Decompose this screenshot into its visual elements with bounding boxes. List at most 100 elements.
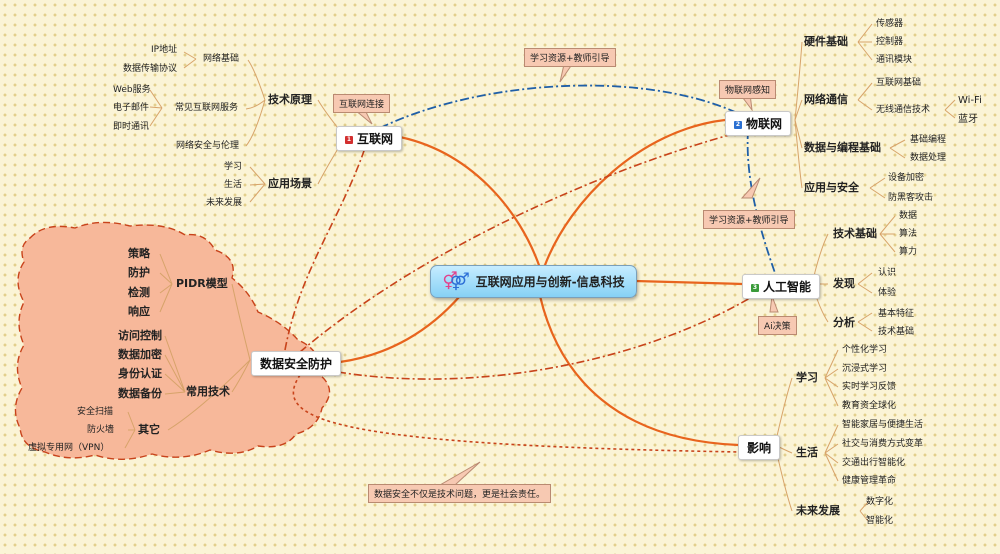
other-item-scan[interactable]: 安全扫描 — [77, 407, 114, 417]
impact-item-immersive[interactable]: 沉浸式学习 — [842, 364, 888, 374]
internet-group-network-basics[interactable]: 网络基础 — [203, 54, 240, 64]
priority-2-icon: 2 — [734, 120, 742, 129]
rel-iot-ai — [746, 129, 776, 274]
rel-internet-iot — [379, 84, 736, 129]
iot-group-network[interactable]: 网络通信 — [804, 93, 848, 106]
ai-group-tech-basics[interactable]: 技术基础 — [833, 227, 877, 240]
ai-item-tech-basics[interactable]: 技术基础 — [878, 327, 915, 337]
impact-item-health[interactable]: 健康管理革命 — [842, 476, 897, 486]
ai-group-analyze[interactable]: 分析 — [833, 316, 855, 329]
impact-item-social[interactable]: 社交与消费方式变革 — [842, 439, 924, 449]
topic-ai-label: 人工智能 — [763, 280, 812, 294]
impact-group-future[interactable]: 未来发展 — [796, 504, 840, 517]
impact-item-intelligent[interactable]: 智能化 — [866, 516, 894, 526]
internet-apps-label[interactable]: 应用场景 — [268, 177, 312, 190]
ai-item-computing[interactable]: 算力 — [899, 247, 918, 257]
callout-internet-connection: 互联网连接 — [333, 94, 391, 113]
iot-item-internet-basics[interactable]: 互联网基础 — [876, 78, 922, 88]
ai-item-cognize[interactable]: 认识 — [878, 268, 897, 278]
ai-item-algorithm[interactable]: 算法 — [899, 229, 918, 239]
other-item-vpn[interactable]: 虚拟专用网（VPN） — [28, 443, 110, 453]
branch-impact — [538, 295, 739, 447]
topic-data-security[interactable]: 数据安全防护 — [251, 351, 342, 376]
topic-internet-label: 互联网 — [357, 132, 394, 146]
security-pidr-label[interactable]: PIDR模型 — [176, 277, 228, 290]
iot-item-data-processing[interactable]: 数据处理 — [910, 153, 947, 163]
security-common-label[interactable]: 常用技术 — [186, 385, 230, 398]
callout-learning-resources-2: 学习资源+教师引导 — [703, 210, 795, 229]
ai-item-experience[interactable]: 体验 — [878, 288, 897, 298]
callout-iot-sensing: 物联网感知 — [719, 80, 777, 99]
internet-item-protocol[interactable]: 数据传输协议 — [123, 64, 178, 74]
iot-group-data-programming[interactable]: 数据与编程基础 — [804, 141, 881, 154]
topic-internet[interactable]: 1 互联网 — [336, 126, 403, 151]
pidr-item-detection[interactable]: 检测 — [128, 286, 150, 299]
internet-item-web[interactable]: Web服务 — [113, 85, 151, 95]
internet-group-services[interactable]: 常见互联网服务 — [175, 103, 239, 113]
callout-ai-decision: Ai决策 — [758, 316, 797, 335]
priority-3-icon: 3 — [751, 283, 759, 292]
impact-item-feedback[interactable]: 实时学习反馈 — [842, 382, 897, 392]
iot-group-app-security[interactable]: 应用与安全 — [804, 181, 859, 194]
topic-iot[interactable]: 2 物联网 — [725, 111, 792, 136]
common-item-backup[interactable]: 数据备份 — [118, 387, 162, 400]
topic-impact-label: 影响 — [747, 441, 772, 455]
ai-item-features[interactable]: 基本特征 — [878, 309, 915, 319]
internet-item-email[interactable]: 电子邮件 — [113, 103, 150, 113]
rel-security-internet — [284, 147, 366, 351]
priority-1-icon: 1 — [345, 135, 353, 144]
callout-learning-resources-1: 学习资源+教师引导 — [524, 48, 616, 67]
pidr-item-response[interactable]: 响应 — [128, 305, 150, 318]
branch-security — [339, 295, 461, 364]
impact-item-digital[interactable]: 数字化 — [866, 497, 894, 507]
iot-item-encryption[interactable]: 设备加密 — [888, 173, 925, 183]
common-item-auth[interactable]: 身份认证 — [118, 367, 162, 380]
central-topic-label: 互联网应用与创新-信息科技 — [475, 275, 625, 289]
rel-security-iot — [299, 131, 741, 353]
iot-item-comm-module[interactable]: 通讯模块 — [876, 55, 913, 65]
internet-app-future[interactable]: 未来发展 — [206, 198, 243, 208]
topic-iot-label: 物联网 — [746, 117, 783, 131]
internet-tech-label[interactable]: 技术原理 — [268, 93, 312, 106]
iot-item-programming[interactable]: 基础编程 — [910, 135, 947, 145]
internet-item-ip[interactable]: IP地址 — [151, 45, 178, 55]
topic-impact[interactable]: 影响 — [738, 435, 781, 460]
iot-item-controller[interactable]: 控制器 — [876, 37, 904, 47]
branch-iot — [543, 118, 726, 266]
iot-item-anti-hacker[interactable]: 防黑客攻击 — [888, 193, 934, 203]
impact-item-global[interactable]: 教育资全球化 — [842, 401, 897, 411]
impact-item-personalized[interactable]: 个性化学习 — [842, 345, 888, 355]
impact-group-learning[interactable]: 学习 — [796, 371, 818, 384]
iot-group-hardware[interactable]: 硬件基础 — [804, 35, 848, 48]
common-item-encryption[interactable]: 数据加密 — [118, 348, 162, 361]
impact-item-transport[interactable]: 交通出行智能化 — [842, 458, 906, 468]
branch-ai — [634, 279, 743, 286]
common-item-access[interactable]: 访问控制 — [118, 329, 162, 342]
rel-security-ai — [337, 291, 761, 380]
internet-app-study[interactable]: 学习 — [224, 162, 243, 172]
callout-security-responsibility: 数据安全不仅是技术问题，更是社会责任。 — [368, 484, 552, 503]
security-other-label[interactable]: 其它 — [138, 423, 160, 436]
ai-item-data[interactable]: 数据 — [899, 211, 918, 221]
impact-item-smart-home[interactable]: 智能家居与便捷生活 — [842, 420, 924, 430]
ai-group-discover[interactable]: 发现 — [833, 277, 855, 290]
internet-group-security[interactable]: 网络安全与伦理 — [176, 141, 240, 151]
impact-group-life[interactable]: 生活 — [796, 446, 818, 459]
security-cloud — [14, 221, 331, 460]
rel-security-impact — [292, 374, 741, 453]
central-topic[interactable]: ⚥⚤ 互联网应用与创新-信息科技 — [430, 265, 637, 298]
iot-item-wifi[interactable]: Wi-Fi — [958, 95, 982, 106]
iot-item-wireless[interactable]: 无线通信技术 — [876, 105, 931, 115]
iot-item-sensor[interactable]: 传感器 — [876, 19, 904, 29]
gender-symbol-icon: ⚥⚤ — [442, 271, 470, 292]
topic-ai[interactable]: 3 人工智能 — [742, 274, 821, 299]
pidr-item-protection[interactable]: 防护 — [128, 266, 150, 279]
iot-item-bluetooth[interactable]: 蓝牙 — [958, 114, 978, 125]
topic-data-security-label: 数据安全防护 — [260, 357, 333, 371]
branch-internet — [394, 134, 542, 269]
internet-app-life[interactable]: 生活 — [224, 180, 243, 190]
internet-item-im[interactable]: 即时通讯 — [113, 122, 150, 132]
other-item-firewall[interactable]: 防火墙 — [87, 425, 115, 435]
pidr-item-policy[interactable]: 策略 — [128, 247, 150, 260]
